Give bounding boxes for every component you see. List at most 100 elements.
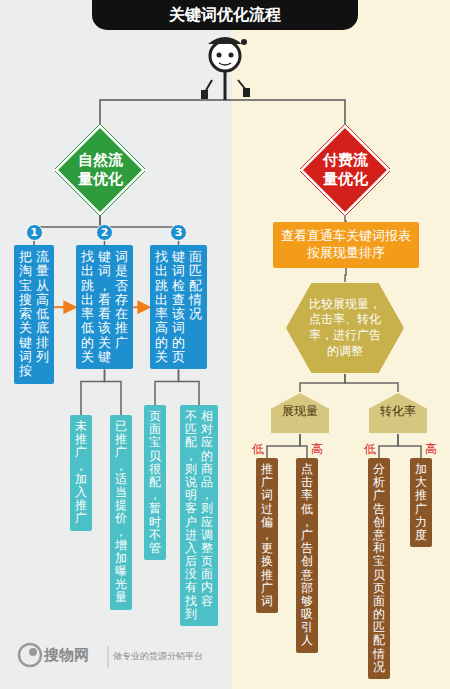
char: 广 bbox=[261, 582, 273, 595]
char: 面 bbox=[189, 250, 202, 264]
char: 当 bbox=[115, 486, 127, 499]
char: 商 bbox=[201, 463, 213, 476]
char: 词 bbox=[98, 264, 111, 278]
char: 流 bbox=[36, 250, 49, 264]
char: 广 bbox=[373, 489, 385, 502]
char: 人 bbox=[301, 634, 313, 647]
node-text: 查看直通车关键词报表按展现量排序 bbox=[279, 228, 413, 262]
char: 不 bbox=[185, 410, 197, 423]
edge-label: 高 bbox=[311, 443, 323, 455]
char: 偏 bbox=[261, 516, 273, 529]
char: 适 bbox=[115, 473, 127, 486]
char: 情 bbox=[373, 648, 385, 661]
process-box: 找出跳出率低的关键词，看看该关键词是否存在推广 bbox=[76, 245, 133, 369]
node-text: 推广词过偏，更换推广词 bbox=[261, 463, 273, 608]
char: 词 bbox=[115, 250, 128, 264]
result-box: 点击率低，广告创意部够吸引人 bbox=[296, 458, 318, 653]
char: 页 bbox=[373, 582, 385, 595]
connector bbox=[345, 215, 346, 222]
char: 搜 bbox=[19, 293, 32, 307]
char: 意 bbox=[373, 529, 385, 542]
char: 键 bbox=[19, 336, 32, 350]
process-box: 查看直通车关键词报表按展现量排序 bbox=[273, 222, 419, 268]
char: 增 bbox=[115, 539, 127, 552]
connector bbox=[267, 434, 300, 458]
char: 配 bbox=[149, 476, 161, 489]
char: 广 bbox=[75, 446, 87, 459]
char: 词 bbox=[172, 321, 185, 335]
node-text: 展现量 bbox=[282, 404, 318, 420]
char: 入 bbox=[185, 542, 197, 555]
char: 推 bbox=[415, 489, 427, 502]
char: 匹 bbox=[373, 621, 385, 634]
char: 索 bbox=[19, 307, 32, 321]
result-box: 未推广，加入推广 bbox=[70, 415, 92, 531]
callout-number: 3 bbox=[170, 224, 187, 241]
char: 存 bbox=[115, 293, 128, 307]
char: 找 bbox=[155, 250, 168, 264]
char: 广 bbox=[301, 529, 313, 542]
char: 入 bbox=[75, 486, 87, 499]
connector bbox=[345, 268, 346, 282]
char: 广 bbox=[115, 446, 127, 459]
char: 低 bbox=[36, 307, 49, 321]
char: 出 bbox=[155, 264, 168, 278]
char: 对 bbox=[201, 423, 213, 436]
node-text: 转化率 bbox=[380, 404, 416, 420]
pentagon-box: 展现量 bbox=[270, 392, 330, 434]
hexagon-box: 比较展现量，点击率、转化率，进行广告的调整 bbox=[285, 282, 405, 374]
char: 说 bbox=[185, 476, 197, 489]
connector bbox=[155, 369, 179, 405]
node-text: 找出跳出率高的关键词检查该词的页面匹配情况 bbox=[155, 250, 202, 364]
char: 量 bbox=[36, 264, 49, 278]
char: 把 bbox=[19, 250, 32, 264]
char: 宝 bbox=[373, 555, 385, 568]
char: 更 bbox=[261, 542, 273, 555]
char: 提 bbox=[115, 499, 127, 512]
shape-fill bbox=[369, 393, 427, 433]
slogan-text: 做专业的货源分销平台 bbox=[113, 650, 203, 663]
char: 跳 bbox=[81, 279, 94, 293]
char: 已 bbox=[115, 420, 127, 433]
char: 户 bbox=[185, 516, 197, 529]
char: 广 bbox=[261, 476, 273, 489]
char: 该 bbox=[98, 321, 111, 335]
char: 否 bbox=[115, 279, 128, 293]
char: 贝 bbox=[149, 450, 161, 463]
char: 出 bbox=[155, 293, 168, 307]
char: 整 bbox=[201, 542, 213, 555]
char: 品 bbox=[201, 476, 213, 489]
char: 的 bbox=[373, 608, 385, 621]
char: 率 bbox=[301, 489, 313, 502]
connector bbox=[105, 369, 122, 415]
char: 匹 bbox=[185, 423, 197, 436]
char: ， bbox=[185, 450, 197, 463]
char: 低 bbox=[301, 503, 313, 516]
char: 创 bbox=[373, 516, 385, 529]
char: 不 bbox=[149, 529, 161, 542]
shape-fill bbox=[301, 126, 389, 214]
char: 键 bbox=[98, 250, 111, 264]
char: 则 bbox=[201, 502, 213, 515]
char: 词 bbox=[172, 264, 185, 278]
char: 相 bbox=[201, 410, 213, 423]
char: 加 bbox=[415, 463, 427, 476]
char: 跳 bbox=[155, 279, 168, 293]
char: 价 bbox=[115, 512, 127, 525]
char: 力 bbox=[415, 516, 427, 529]
char: 则 bbox=[185, 463, 197, 476]
node-text: 把淘宝搜索关键词按流量从高低底排列 bbox=[19, 250, 49, 379]
char: 在 bbox=[115, 307, 128, 321]
char: 况 bbox=[189, 307, 202, 321]
connector bbox=[398, 434, 421, 458]
result-box: 已推广，适当提价，增加曝光量 bbox=[110, 415, 132, 610]
char: 量 bbox=[115, 591, 127, 604]
char: 分 bbox=[373, 463, 385, 476]
node-text: 加大推广力度 bbox=[415, 463, 427, 542]
char: 的 bbox=[81, 336, 94, 350]
char: 匹 bbox=[189, 264, 202, 278]
char: 客 bbox=[185, 502, 197, 515]
char: 点 bbox=[301, 463, 313, 476]
char: 内 bbox=[201, 581, 213, 594]
